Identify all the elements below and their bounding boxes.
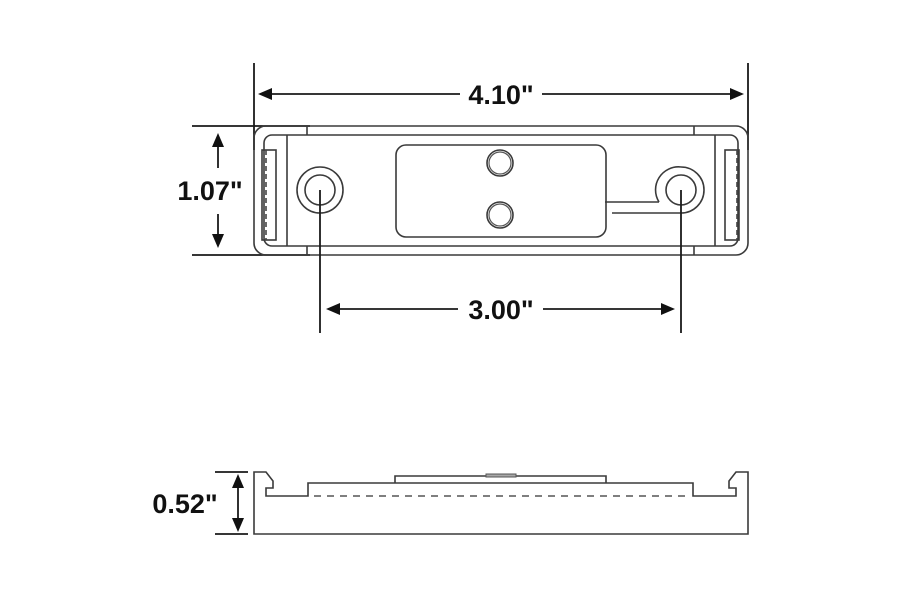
arrow-down-icon xyxy=(212,234,224,248)
right-end-slot xyxy=(714,135,740,246)
arrow-up-icon xyxy=(232,474,244,488)
dimension-label-height: 1.07" xyxy=(177,176,242,206)
side-profile-outline xyxy=(253,471,749,535)
dimension-depth: 0.52" xyxy=(152,474,244,532)
dimension-label-length: 4.10" xyxy=(468,80,533,110)
center-screw-top xyxy=(486,149,514,177)
lens-cap xyxy=(485,473,517,478)
dimension-label-hole-spacing: 3.00" xyxy=(468,295,533,325)
housing-outline xyxy=(253,125,749,256)
top-view: 4.10" 1.07" xyxy=(177,63,749,333)
arrow-right-icon xyxy=(661,303,675,315)
dimension-hole-spacing: 3.00" xyxy=(326,295,675,325)
dimension-height: 1.07" xyxy=(177,133,243,248)
arrow-left-icon xyxy=(326,303,340,315)
side-view: 0.52" xyxy=(152,471,749,535)
left-end-slot xyxy=(261,135,288,246)
right-mounting-hole xyxy=(605,166,705,214)
center-screw-bottom xyxy=(486,201,514,229)
housing-inner-outline xyxy=(263,134,739,247)
arrow-down-icon xyxy=(232,518,244,532)
center-lens-panel xyxy=(395,144,607,238)
dimension-overall-length: 4.10" xyxy=(258,80,744,110)
dimension-label-depth: 0.52" xyxy=(152,489,217,519)
arrow-right-icon xyxy=(730,88,744,100)
arrow-left-icon xyxy=(258,88,272,100)
arrow-up-icon xyxy=(212,133,224,147)
